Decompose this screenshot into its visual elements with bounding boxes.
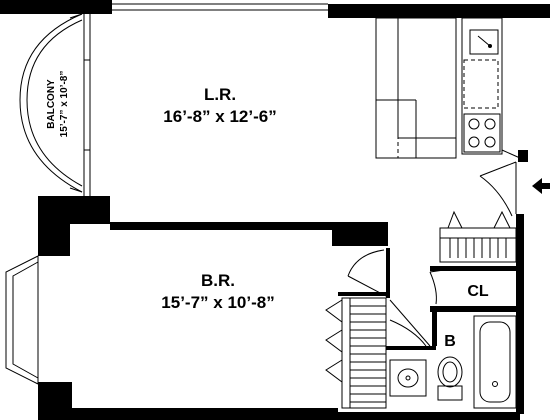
balcony-door: [83, 14, 91, 196]
wall-top-left: [0, 0, 112, 14]
column-mid: [332, 222, 388, 246]
wall-right: [516, 214, 524, 414]
bedroom-size: 15’-7” x 10’-8”: [161, 293, 274, 312]
dishwasher-icon: [463, 59, 499, 109]
wall-lr-br: [110, 222, 388, 230]
stove-icon: [463, 113, 501, 153]
bathtub-icon: [473, 315, 517, 409]
living-room-name: L.R.: [204, 85, 236, 104]
entry-arrow-icon: [532, 178, 550, 194]
coat-closet: [439, 210, 517, 263]
bedroom-name: B.R.: [201, 271, 235, 290]
kitchen: [375, 17, 521, 159]
sink-icon: [469, 29, 499, 55]
bedroom-door: [347, 249, 385, 277]
bedroom-closet: [325, 297, 387, 409]
bath-label: B: [444, 333, 456, 350]
bathroom-sink-icon: [389, 359, 427, 397]
toilet-icon: [437, 385, 463, 401]
closet-label: CL: [467, 283, 489, 300]
bedroom-bay-window: [5, 255, 39, 385]
balcony-outline: [19, 13, 83, 193]
kitchen-counter-right: [461, 17, 503, 155]
entry-door: [479, 161, 517, 217]
wall-top-right: [328, 4, 550, 18]
bathroom: [389, 299, 517, 409]
balcony-size: 15’-7” x 10’-8”: [59, 71, 70, 138]
balcony-name: BALCONY: [46, 79, 57, 129]
living-room-size: 16’-8” x 12’-6”: [163, 107, 276, 126]
wall-bottom: [38, 408, 338, 420]
